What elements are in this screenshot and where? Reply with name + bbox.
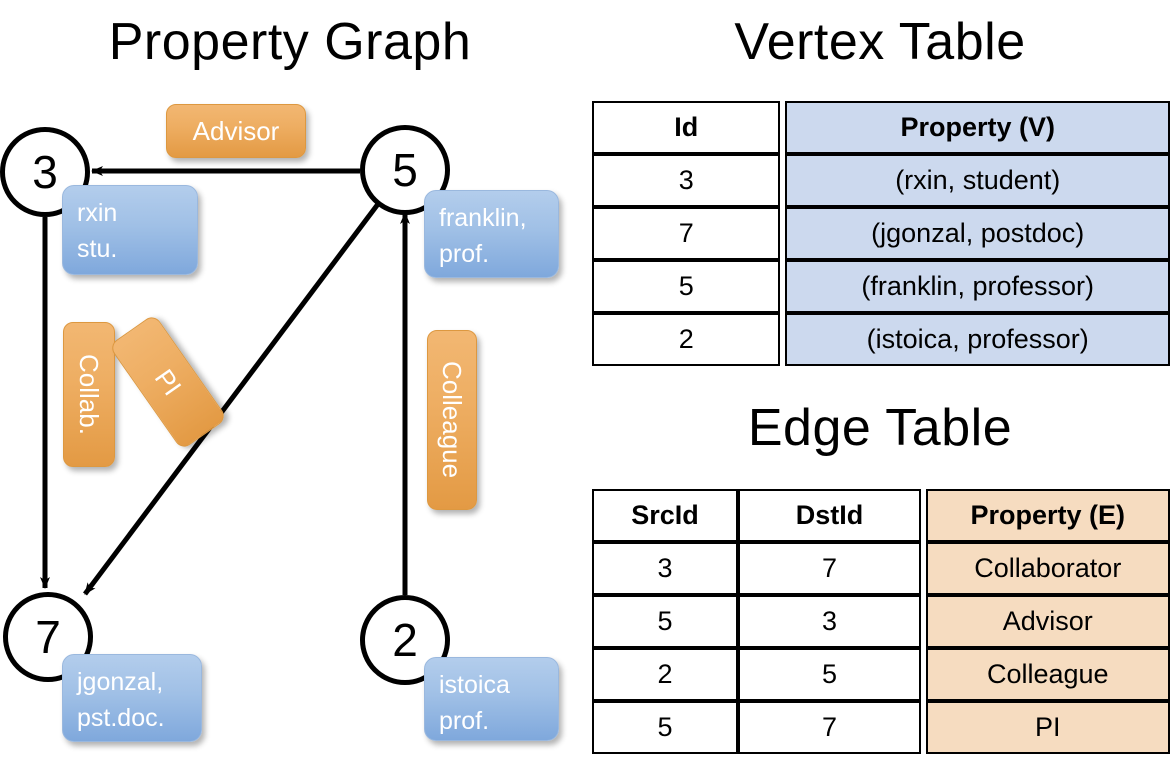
table-row: 2 5 Colleague <box>592 648 1170 701</box>
edge-col-header-dstid: DstId <box>737 489 921 542</box>
graph-node-3-label: 3 <box>32 146 58 198</box>
table-header-row: SrcId DstId Property (E) <box>592 489 1170 542</box>
vertex-table: Id Property (V) 3 (rxin, student) 7 (jgo… <box>592 101 1170 366</box>
edge-label-colleague-text: Colleague <box>437 361 467 479</box>
vertex-cell-property: (istoica, professor) <box>785 313 1170 366</box>
table-row: 7 (jgonzal, postdoc) <box>592 207 1170 260</box>
vertex-cell-property: (rxin, student) <box>785 154 1170 207</box>
property-graph-diagram: 3 5 7 2 rxin stu. franklin, prof. jgonza… <box>0 0 582 760</box>
edge-cell-property: Collaborator <box>925 542 1170 595</box>
edge-cell-property: PI <box>925 701 1170 754</box>
table-header-row: Id Property (V) <box>592 101 1170 154</box>
node-property-box-5: franklin, prof. <box>424 190 559 278</box>
column-gap <box>780 260 786 313</box>
graph-node-5-label: 5 <box>392 144 418 196</box>
edge-label-advisor: Advisor <box>166 104 306 158</box>
edge-col-header-property: Property (E) <box>925 489 1170 542</box>
graph-node-7-label: 7 <box>35 611 61 663</box>
table-row: 5 (franklin, professor) <box>592 260 1170 313</box>
table-row: 3 (rxin, student) <box>592 154 1170 207</box>
edge-cell-srcid: 5 <box>592 701 738 754</box>
vertex-cell-property: (jgonzal, postdoc) <box>785 207 1170 260</box>
edge-cell-property: Advisor <box>925 595 1170 648</box>
column-gap <box>920 489 926 542</box>
vertex-cell-id: 3 <box>592 154 781 207</box>
column-gap <box>920 648 926 701</box>
vertex-cell-id: 7 <box>592 207 781 260</box>
edge-cell-srcid: 3 <box>592 542 738 595</box>
edge-cell-srcid: 5 <box>592 595 738 648</box>
table-row: 3 7 Collaborator <box>592 542 1170 595</box>
edge-table: SrcId DstId Property (E) 3 7 Collaborato… <box>592 489 1170 754</box>
edge-arrow-5-to-7 <box>83 202 380 596</box>
edge-cell-dstid: 7 <box>737 701 921 754</box>
graph-node-2[interactable]: 2 <box>360 595 450 685</box>
edge-label-pi-text: PI <box>148 363 188 401</box>
graph-edge-arrows <box>40 166 410 596</box>
column-gap <box>780 154 786 207</box>
column-gap <box>780 313 786 366</box>
table-row: 5 3 Advisor <box>592 595 1170 648</box>
graph-node-5[interactable]: 5 <box>360 125 450 215</box>
edge-col-header-srcid: SrcId <box>592 489 738 542</box>
edge-label-collab: Collab. <box>63 322 115 467</box>
edge-cell-srcid: 2 <box>592 648 738 701</box>
node-property-box-7: jgonzal, pst.doc. <box>62 654 202 742</box>
column-gap <box>780 101 786 154</box>
page-title-property-graph: Property Graph <box>108 13 472 71</box>
edge-label-collab-text: Collab. <box>74 354 104 435</box>
edge-label-advisor-text: Advisor <box>192 115 280 146</box>
graph-node-2-label: 2 <box>392 614 418 666</box>
column-gap <box>920 542 926 595</box>
table-row: 5 7 PI <box>592 701 1170 754</box>
vertex-col-header-id: Id <box>592 101 781 154</box>
edge-cell-dstid: 5 <box>737 648 921 701</box>
edge-cell-dstid: 7 <box>737 542 921 595</box>
vertex-cell-id: 5 <box>592 260 781 313</box>
column-gap <box>780 207 786 260</box>
vertex-col-header-property: Property (V) <box>785 101 1170 154</box>
page-title-edge-table: Edge Table <box>747 399 1013 457</box>
edge-cell-property: Colleague <box>925 648 1170 701</box>
table-row: 2 (istoica, professor) <box>592 313 1170 366</box>
node-property-box-3: rxin stu. <box>62 185 198 275</box>
edge-label-colleague: Colleague <box>427 330 477 510</box>
node-property-box-2: istoica prof. <box>424 657 559 741</box>
column-gap <box>920 701 926 754</box>
column-gap <box>920 595 926 648</box>
vertex-cell-property: (franklin, professor) <box>785 260 1170 313</box>
edge-cell-dstid: 3 <box>737 595 921 648</box>
vertex-cell-id: 2 <box>592 313 781 366</box>
page-title-vertex-table: Vertex Table <box>734 13 1026 71</box>
